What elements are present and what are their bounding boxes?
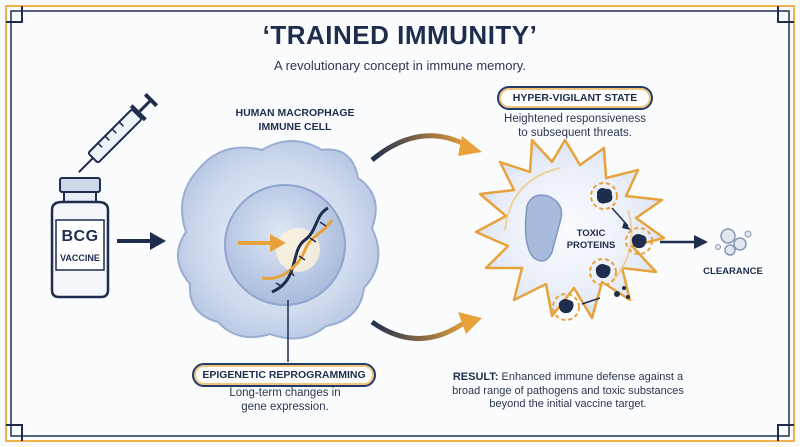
result-line1: RESULT: Enhanced immune defense against … bbox=[448, 371, 688, 385]
clearance-debris-icon bbox=[660, 228, 752, 256]
hyper-vigilant-desc-line1: Heightened responsiveness bbox=[504, 113, 646, 125]
frame-border bbox=[5, 5, 795, 442]
hyper-vigilant-description: Heightened responsiveness to subsequent … bbox=[490, 112, 660, 140]
arrow-to-result bbox=[370, 312, 482, 341]
vaccine-bottle-icon bbox=[50, 177, 110, 299]
hyper-vigilant-desc-line2: to subsequent threats. bbox=[518, 127, 632, 139]
macrophage-label-line1: HUMAN MACROPHAGE bbox=[235, 107, 355, 119]
toxic-protein-icon bbox=[552, 182, 653, 321]
toxic-label-line1: TOXIC bbox=[576, 228, 606, 239]
macrophage-label: HUMAN MACROPHAGE IMMUNE CELL bbox=[195, 106, 395, 134]
macrophage-label-line2: IMMUNE CELL bbox=[258, 121, 332, 133]
vaccine-label: VACCINE bbox=[60, 253, 100, 263]
epigenetic-badge: EPIGENETIC REPROGRAMMING bbox=[192, 363, 376, 387]
epigenetic-desc-line2: gene expression. bbox=[241, 401, 329, 413]
syringe-icon bbox=[78, 92, 159, 173]
epigenetic-description: Long-term changes in gene expression. bbox=[195, 386, 375, 414]
page-title: ‘TRAINED IMMUNITY’ bbox=[262, 20, 538, 50]
result-prefix: RESULT: bbox=[452, 371, 499, 383]
epigenetic-desc-line1: Long-term changes in bbox=[229, 387, 341, 399]
result-line1-text: Enhanced immune defense against a bbox=[498, 371, 684, 383]
arrow-vaccine-to-cell bbox=[117, 232, 166, 250]
hyper-vigilant-badge: HYPER-VIGILANT STATE bbox=[497, 86, 653, 110]
clearance-label: CLEARANCE bbox=[703, 266, 763, 277]
vaccine-brand: BCG bbox=[61, 228, 99, 245]
toxic-label-line2: PROTEINS bbox=[566, 240, 616, 251]
arrow-to-hyper-vigilant bbox=[370, 133, 482, 162]
dna-helix-icon bbox=[261, 206, 334, 294]
result-text: RESULT: Enhanced immune defense against … bbox=[448, 371, 688, 412]
result-line2: broad range of pathogens and toxic subst… bbox=[452, 384, 684, 397]
activated-nucleus bbox=[524, 194, 563, 262]
activated-macrophage bbox=[474, 138, 666, 320]
result-line3: beyond the initial vaccine target. bbox=[489, 398, 647, 410]
page-subtitle: A revolutionary concept in immune memory… bbox=[274, 58, 526, 73]
toxic-proteins-label: TOXIC PROTEINS bbox=[556, 228, 626, 252]
arrow-into-nucleus bbox=[238, 234, 286, 252]
